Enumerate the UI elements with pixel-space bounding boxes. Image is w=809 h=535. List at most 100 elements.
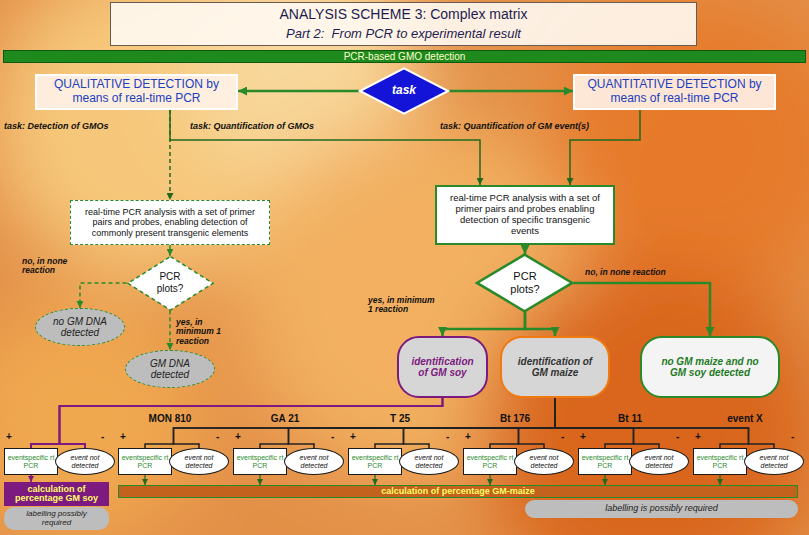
connector-arrow — [375, 398, 555, 448]
calculation-band: calculation of percentage GM-maize — [118, 485, 798, 498]
negative-sign: - — [101, 431, 104, 442]
event-pcr-box: eventspecific rt PCR — [693, 448, 747, 475]
positive-sign: + — [580, 431, 586, 442]
connector-arrow — [443, 312, 525, 336]
node-text: event not detected — [65, 454, 105, 469]
connector-arrow — [555, 398, 659, 448]
node-text: real-time PCR analysis with a set of pri… — [445, 193, 605, 237]
event-pcr-box: eventspecific rt PCR — [118, 448, 172, 475]
event-name: Bt 176 — [500, 413, 530, 424]
diamond-shape — [477, 255, 572, 312]
connector-arrow — [169, 245, 171, 256]
process-box: real-time PCR analysis with a set of pri… — [435, 185, 615, 245]
not-detected-ellipse: event not detected — [629, 448, 689, 475]
connector-arrow — [80, 283, 127, 308]
task-label: task: Quantification of GM event(s) — [440, 122, 589, 132]
node-text: eventspecific rt PCR — [466, 454, 514, 469]
node-text: eventspecific rt PCR — [696, 454, 744, 469]
connector-arrow — [260, 398, 555, 448]
node-text: event not detected — [409, 454, 449, 469]
node-text: identification of GM soy — [407, 356, 479, 379]
node-text: PCR plots? — [503, 270, 547, 295]
connector-arrow — [490, 398, 555, 448]
positive-sign: + — [465, 431, 471, 442]
node-text: eventspecific rt PCR — [351, 454, 399, 469]
node-text: QUANTITATIVE DETECTION by means of real-… — [583, 78, 767, 106]
node-text: eventspecific rt PCR — [581, 454, 629, 469]
node-text: event not detected — [524, 454, 564, 469]
task-label: task: Quantification of GMOs — [190, 122, 314, 132]
task-label: task: Detection of GMOs — [4, 122, 109, 132]
result-box: no GM maize and no GM soy detected — [640, 336, 780, 398]
connector-arrow — [145, 398, 555, 448]
event-name: GA 21 — [271, 413, 300, 424]
node-text: task — [392, 84, 416, 98]
connector-arrow — [289, 398, 556, 448]
connector-arrow — [174, 398, 556, 448]
connector-arrow — [604, 475, 605, 485]
event-pcr-box: eventspecific rt PCR — [233, 448, 287, 475]
node-text: calculation of percentage GM-maize — [381, 487, 535, 496]
event-name: event X — [727, 413, 763, 424]
node-text: event not detected — [754, 454, 794, 469]
connector-arrow — [489, 475, 490, 485]
method-box: QUANTITATIVE DETECTION by means of real-… — [573, 74, 776, 110]
edge-label: no, in none reaction — [22, 257, 82, 276]
node-text: calculation of percentage GM soy — [7, 485, 106, 504]
process-box: real-time PCR analysis with a set of pri… — [70, 200, 270, 245]
connector-arrow — [238, 90, 359, 93]
not-detected-ellipse: event not detected — [55, 448, 115, 475]
node-text: identification of GM maize — [515, 356, 595, 379]
edge-label: yes, in minimum 1 reaction — [368, 296, 436, 315]
event-name: T 25 — [390, 413, 410, 424]
task-diamond: task — [359, 68, 449, 114]
not-detected-ellipse: event not detected — [284, 448, 344, 475]
decision-diamond: PCR plots? — [476, 254, 573, 312]
negative-sign: - — [561, 431, 564, 442]
node-text: event not detected — [179, 454, 219, 469]
result-ellipse: GM DNA detected — [125, 350, 216, 388]
positive-sign: + — [695, 431, 701, 442]
decision-diamond: PCR plots? — [127, 256, 214, 311]
connector-arrow — [259, 475, 260, 485]
node-text: eventspecific rt PCR — [7, 454, 55, 469]
negative-sign: - — [331, 431, 334, 442]
connector-arrow — [30, 475, 32, 482]
connector-arrow — [525, 312, 555, 336]
note-box: labelling possibly required — [4, 507, 109, 530]
node-text: event not detected — [294, 454, 334, 469]
connector-arrow — [449, 90, 573, 93]
connector-arrow — [170, 110, 480, 185]
node-text: real-time PCR analysis with a set of pri… — [77, 207, 263, 238]
connector-arrow — [574, 283, 710, 336]
node-text: ANALYSIS SCHEME 3: Complex matrix — [280, 6, 528, 22]
diamond-shape — [360, 68, 448, 113]
positive-sign: + — [120, 431, 126, 442]
light-patch — [0, 300, 200, 535]
connector-arrow — [404, 398, 556, 448]
node-text: no GM DNA detected — [52, 316, 108, 339]
negative-sign: - — [676, 431, 679, 442]
node-text: labelling is possibly required — [605, 504, 718, 513]
not-detected-ellipse: event not detected — [744, 448, 804, 475]
connector-arrow — [374, 475, 375, 485]
negative-sign: - — [791, 431, 794, 442]
connector-arrow — [555, 398, 774, 448]
node-text: no GM maize and no GM soy detected — [660, 356, 760, 379]
node-text: PCR plots? — [150, 271, 190, 294]
node-text: eventspecific rt PCR — [236, 454, 284, 469]
identification-box: identification of GM soy — [397, 336, 488, 398]
event-name: MON 810 — [149, 413, 192, 424]
node-text: PCR-based GMO detection — [344, 52, 466, 62]
positive-sign: + — [235, 431, 241, 442]
not-detected-ellipse: event not detected — [169, 448, 229, 475]
identification-box: identification of GM maize — [500, 336, 610, 398]
edge-label: yes, in minimum 1 reaction — [176, 318, 236, 346]
positive-sign: + — [6, 431, 12, 442]
node-text: GM DNA detected — [142, 358, 198, 381]
node-text: QUALITATIVE DETECTION by means of real-t… — [45, 78, 229, 106]
node-text: labelling possibly required — [12, 510, 102, 527]
node-text: eventspecific rt PCR — [121, 454, 169, 469]
